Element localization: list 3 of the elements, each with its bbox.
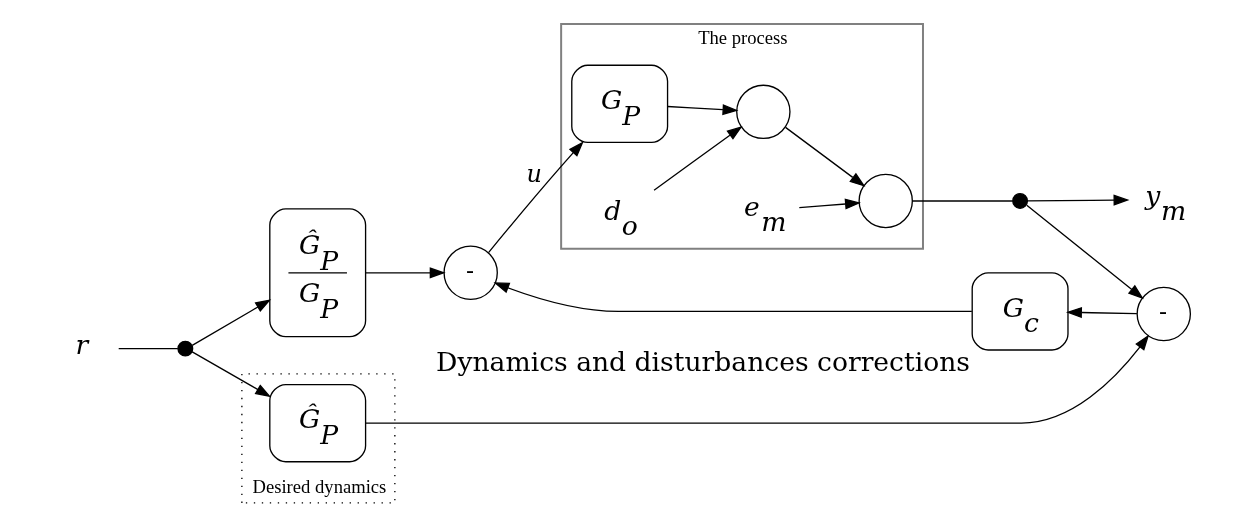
node-text: r xyxy=(75,328,88,360)
node-label: Dynamics and disturbances corrections xyxy=(435,346,970,378)
edge-label: u xyxy=(526,159,542,188)
